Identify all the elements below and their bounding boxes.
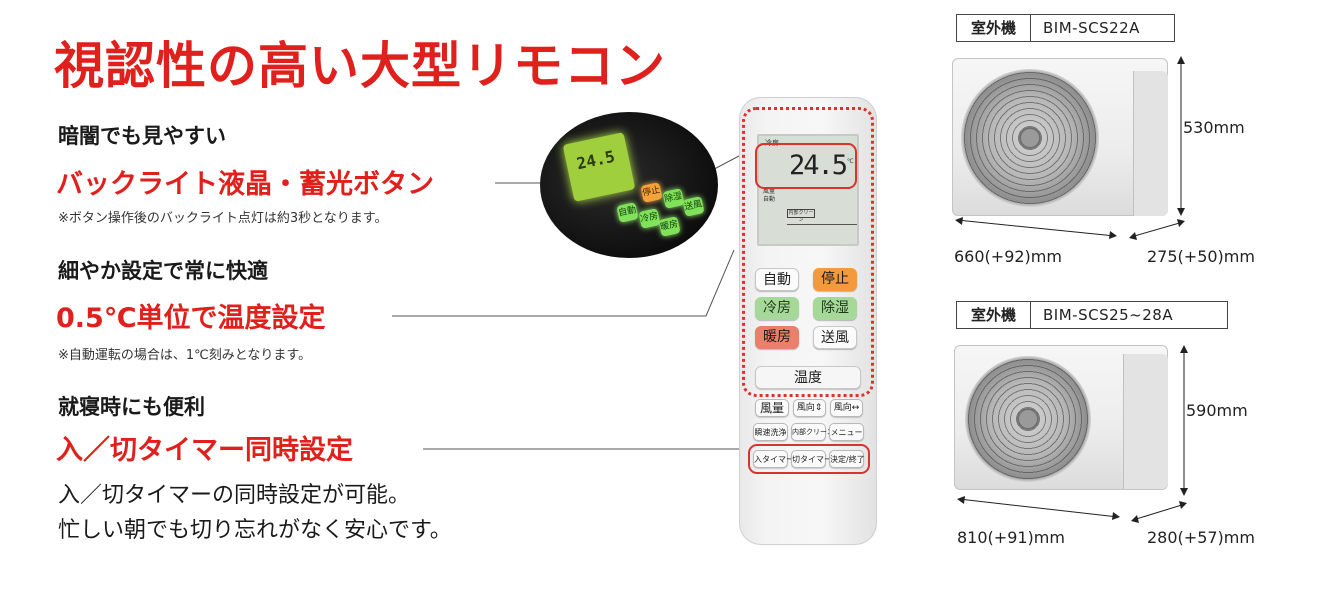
unit-2-width: 810(+91)mm bbox=[957, 528, 1065, 547]
remote-lcd-unit: ℃ bbox=[847, 158, 854, 165]
feature-3-highlight: 入／切タイマー同時設定 bbox=[56, 435, 353, 466]
remote-lcd-temp: 24.5 bbox=[789, 150, 848, 181]
unit-1-width: 660(+92)mm bbox=[954, 247, 1062, 266]
remote-button-heat[interactable]: 暖房 bbox=[755, 326, 799, 349]
unit-2-fan bbox=[965, 356, 1091, 482]
feature-2-note: ※自動運転の場合は、1℃刻みとなります。 bbox=[58, 348, 312, 363]
feature-2-highlight: 0.5℃単位で温度設定 bbox=[56, 303, 326, 334]
feature-3-heading: 就寝時にも便利 bbox=[58, 395, 205, 419]
remote-control: 冷房 24.5 ℃ 風量 自動 内部クリーン 自動 停止 冷房 除湿 暖房 送風… bbox=[739, 97, 877, 545]
remote-button-fan[interactable]: 送風 bbox=[813, 326, 857, 349]
remote-lcd-auto: 自動 bbox=[763, 196, 776, 203]
unit-1-image bbox=[952, 58, 1168, 216]
unit-2-fan-hub bbox=[1017, 408, 1039, 430]
feature-3-desc-line2: 忙しい朝でも切り忘れがなく安心です。 bbox=[58, 518, 452, 543]
unit-1-height: 530mm bbox=[1183, 118, 1245, 137]
unit-1-fan-hub bbox=[1019, 127, 1041, 149]
remote-lcd-fan: 風量 bbox=[763, 188, 776, 195]
remote-button-auto[interactable]: 自動 bbox=[755, 268, 799, 291]
remote-button-temp[interactable]: 温度 bbox=[755, 366, 861, 389]
highlight-timer-frame bbox=[748, 444, 870, 474]
unit-2-depth: 280(+57)mm bbox=[1147, 528, 1255, 547]
unit-1-fan bbox=[961, 69, 1099, 207]
remote-button-internal-clean[interactable]: 内部クリーン bbox=[791, 423, 834, 441]
unit-1-side-panel bbox=[1133, 71, 1168, 216]
remote-button-cool[interactable]: 冷房 bbox=[755, 297, 799, 320]
unit-2-side-panel bbox=[1123, 354, 1168, 489]
unit-1-label: 室外機 BIM-SCS22A bbox=[956, 14, 1175, 42]
unit-2-height: 590mm bbox=[1186, 401, 1248, 420]
unit-1-model: BIM-SCS22A bbox=[1043, 19, 1140, 37]
remote-button-louver-vertical[interactable]: 風向⇕ bbox=[793, 399, 826, 417]
unit-2-label: 室外機 BIM-SCS25~28A bbox=[956, 301, 1228, 329]
highlight-dotted-frame bbox=[742, 107, 874, 397]
remote-button-confirm[interactable]: 決定/終了 bbox=[829, 450, 865, 468]
unit-1-label-title: 室外機 bbox=[957, 15, 1031, 41]
remote-button-dry[interactable]: 除湿 bbox=[813, 297, 857, 320]
highlight-lcd-frame bbox=[755, 143, 857, 189]
remote-lcd-internal-clean: 内部クリーン bbox=[787, 209, 815, 223]
unit-1-depth: 275(+50)mm bbox=[1147, 247, 1255, 266]
feature-1-heading: 暗闇でも見やすい bbox=[58, 124, 226, 148]
remote-button-quick-clean[interactable]: 瞬速洗浄 bbox=[753, 423, 788, 441]
feature-1-note: ※ボタン操作後のバックライト点灯は約3秒となります。 bbox=[58, 211, 388, 226]
backlit-remote-photo: 24.5 停止 自動 除湿 冷房 送風 暖房 bbox=[540, 112, 718, 258]
remote-lcd-divider bbox=[787, 224, 857, 225]
remote-button-on-timer[interactable]: 入タイマー bbox=[753, 450, 794, 468]
feature-3-desc-line1: 入／切タイマーの同時設定が可能。 bbox=[58, 483, 411, 508]
remote-button-menu[interactable]: メニュー bbox=[829, 423, 864, 441]
unit-2-label-title: 室外機 bbox=[957, 302, 1031, 328]
feature-2-heading: 細やか設定で常に快適 bbox=[58, 259, 268, 283]
unit-2-image bbox=[954, 345, 1168, 490]
feature-1-highlight: バックライト液晶・蓄光ボタン bbox=[56, 169, 434, 200]
unit-2-model: BIM-SCS25~28A bbox=[1043, 306, 1174, 324]
remote-button-off-timer[interactable]: 切タイマー bbox=[791, 450, 832, 468]
page-title: 視認性の高い大型リモコン bbox=[54, 37, 666, 95]
remote-button-stop[interactable]: 停止 bbox=[813, 268, 857, 291]
remote-button-louver-horizontal[interactable]: 風向↔ bbox=[830, 399, 863, 417]
remote-button-fan-speed[interactable]: 風量 bbox=[755, 399, 789, 417]
